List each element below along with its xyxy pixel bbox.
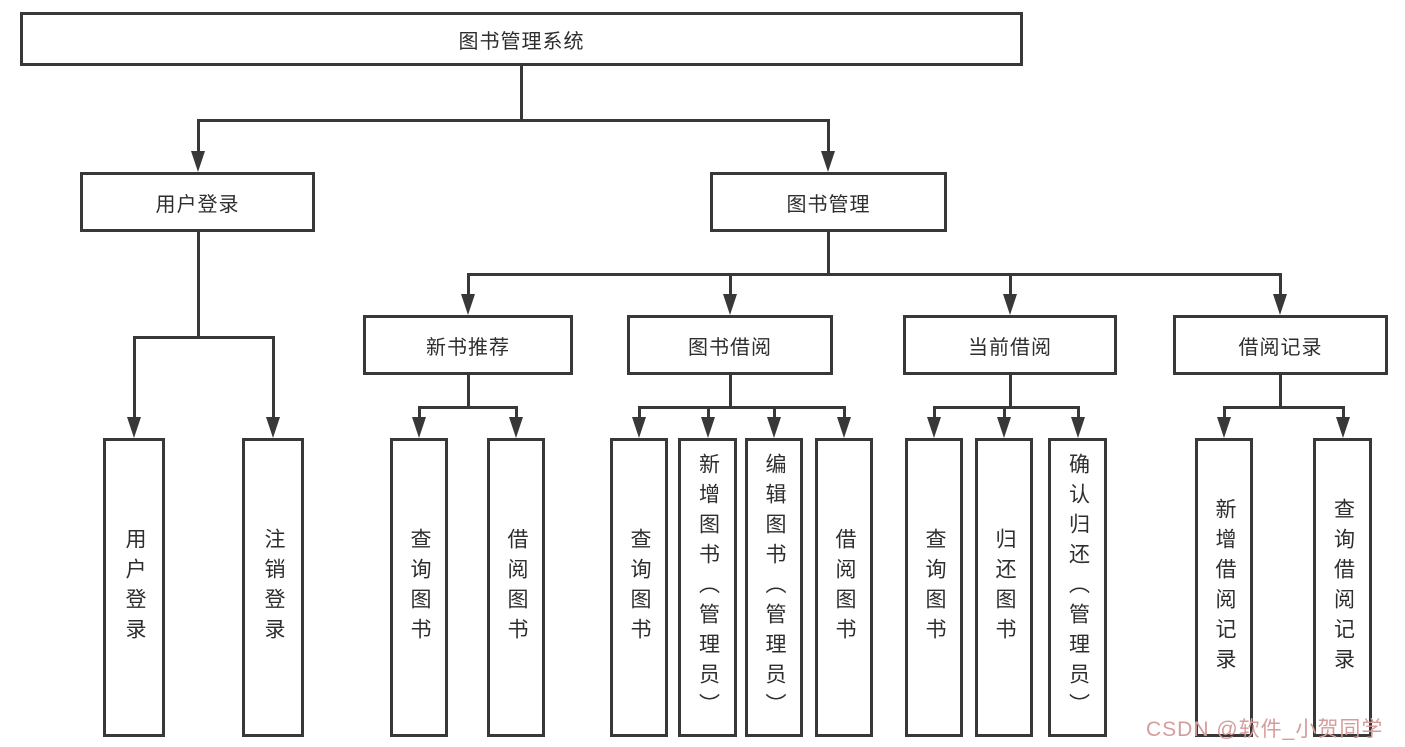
arrow-down-icon [1071,417,1085,438]
connector-drop [197,119,200,156]
connector-rail [418,406,518,409]
connector-drop [707,406,710,422]
arrow-down-icon [1336,417,1350,438]
arrow-down-icon [191,151,205,172]
connector-stub [827,232,830,276]
connector-drop [729,273,732,299]
arrow-down-icon [767,417,781,438]
connector-drop [933,406,936,422]
node-current-borrowing: 当前借阅 [903,315,1117,375]
arrow-down-icon [1217,417,1231,438]
arrow-down-icon [266,417,280,438]
connector-rail [1223,406,1345,409]
connector-drop [827,119,830,156]
connector-drop [1003,406,1006,422]
connector-drop [1342,406,1345,422]
node-book-management-branch: 图书管理 [710,172,947,232]
connector-drop [467,273,470,299]
connector-stub [729,375,732,409]
connector-drop [1279,273,1282,299]
watermark: CSDN @软件_小贺同学 [1146,718,1384,741]
node-leaf-confirm-return-admin: 确认归还（管理员） [1048,438,1107,737]
node-leaf-query-books-2: 查询图书 [610,438,668,737]
connector-rail [638,406,846,409]
node-leaf-return-books: 归还图书 [975,438,1033,737]
arrow-down-icon [461,294,475,315]
connector-stub [520,66,523,122]
arrow-down-icon [127,417,141,438]
arrow-down-icon [701,417,715,438]
node-leaf-borrow-books-2: 借阅图书 [815,438,873,737]
node-leaf-user-login: 用户登录 [103,438,165,737]
arrow-down-icon [632,417,646,438]
arrow-down-icon [1273,294,1287,315]
node-leaf-borrow-books-1: 借阅图书 [487,438,545,737]
node-user-login-branch: 用户登录 [80,172,315,232]
arrow-down-icon [821,151,835,172]
arrow-down-icon [837,417,851,438]
node-leaf-edit-books-admin: 编辑图书（管理员） [745,438,803,737]
connector-drop [272,336,275,422]
arrow-down-icon [412,417,426,438]
node-borrowing-records: 借阅记录 [1173,315,1388,375]
node-leaf-query-books-1: 查询图书 [390,438,448,737]
connector-drop [418,406,421,422]
connector-stub [467,375,470,409]
arrow-down-icon [509,417,523,438]
connector-drop [843,406,846,422]
connector-drop [133,336,136,422]
node-leaf-add-borrow-record: 新增借阅记录 [1195,438,1253,737]
connector-drop [515,406,518,422]
connector-drop [1223,406,1226,422]
connector-drop [638,406,641,422]
connector-rail [197,119,830,122]
arrow-down-icon [927,417,941,438]
connector-stub [1009,375,1012,409]
connector-drop [1009,273,1012,299]
node-leaf-logout: 注销登录 [242,438,304,737]
node-leaf-add-books-admin: 新增图书（管理员） [678,438,737,737]
arrow-down-icon [1003,294,1017,315]
connector-rail [933,406,1080,409]
node-new-book-recommendation: 新书推荐 [363,315,573,375]
node-book-borrowing: 图书借阅 [627,315,833,375]
node-leaf-query-books-3: 查询图书 [905,438,963,737]
connector-drop [1077,406,1080,422]
connector-rail [133,336,275,339]
arrow-down-icon [723,294,737,315]
node-library-management-system: 图书管理系统 [20,12,1023,66]
node-leaf-query-borrow-record: 查询借阅记录 [1313,438,1372,737]
connector-stub [197,232,200,339]
connector-rail [467,273,1282,276]
connector-stub [1279,375,1282,409]
connector-drop [773,406,776,422]
arrow-down-icon [997,417,1011,438]
